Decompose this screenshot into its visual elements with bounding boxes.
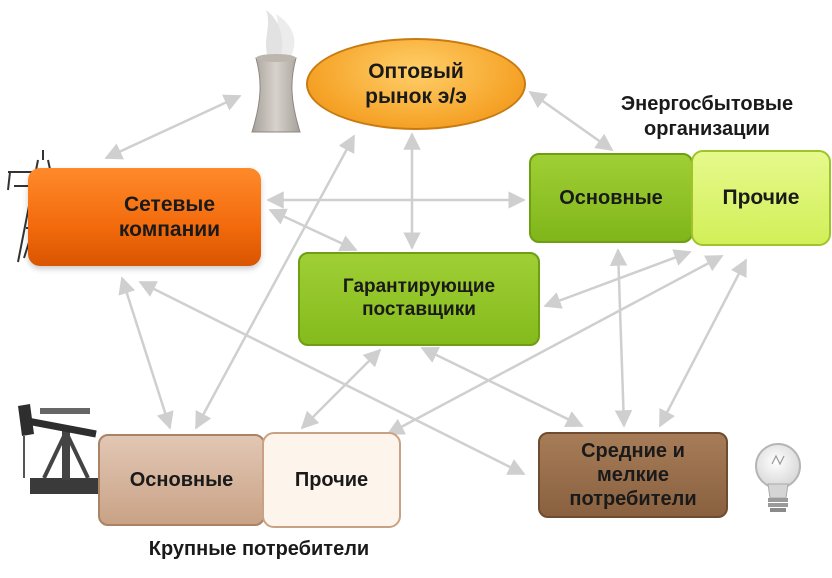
large-consumers-main-node: Основные: [98, 434, 265, 526]
guaranteeing-suppliers-label: Гарантирующие поставщики: [342, 276, 496, 320]
grid-companies-label: Сетевые компании: [118, 192, 221, 241]
arrow-energysales-main-smb: [609, 248, 633, 428]
wholesale-market-label: Оптовый рынок э/э: [365, 59, 467, 108]
light-bulb-icon: [755, 443, 801, 512]
guaranteeing-suppliers-node: Гарантирующие поставщики: [298, 252, 540, 346]
large-consumers-other-node: Прочие: [262, 432, 401, 528]
small-medium-consumers-label: Средние и мелкие потребители: [569, 440, 697, 510]
arrow-guaranteeing-largeconsumers: [300, 348, 382, 430]
large-consumers-caption: Крупные потребители: [148, 538, 370, 560]
oil-pump-jack-icon: [18, 404, 100, 494]
energy-sales-caption: Энергосбытовые организации: [620, 93, 794, 140]
energy-sales-main-label: Основные: [559, 187, 663, 209]
energy-sales-other-node: Прочие: [691, 150, 831, 246]
connectors: [104, 90, 748, 476]
large-consumers-other-label: Прочие: [294, 469, 369, 491]
arrow-grid-largeconsumers: [118, 276, 174, 430]
arrow-tower-grid: [104, 94, 242, 160]
arrow-grid-guaranteeing: [268, 208, 358, 252]
grid-companies-node: Сетевые компании: [28, 168, 261, 266]
energy-sales-other-label: Прочие: [722, 186, 800, 210]
small-medium-consumers-node: Средние и мелкие потребители: [538, 432, 728, 518]
arrow-market-energysales: [528, 90, 614, 152]
arrow-energysales-other-smb: [658, 258, 748, 428]
wholesale-market-node: Оптовый рынок э/э: [306, 38, 526, 130]
large-consumers-main-label: Основные: [129, 469, 234, 491]
arrow-guaranteeing-smb: [420, 346, 584, 428]
energy-sales-main-node: Основные: [529, 153, 693, 243]
cooling-tower-icon: [251, 10, 301, 133]
